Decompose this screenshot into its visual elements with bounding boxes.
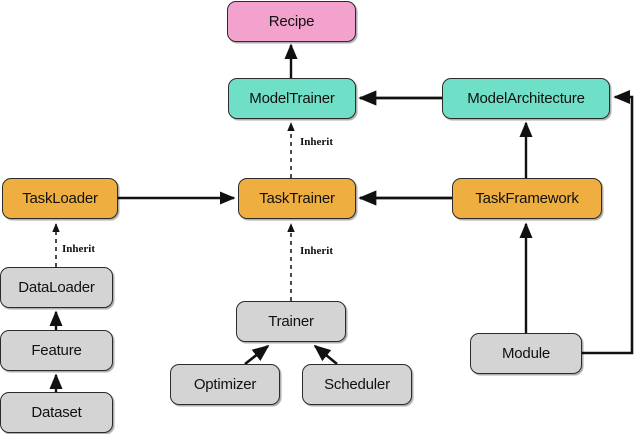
node-model-architecture[interactable]: ModelArchitecture bbox=[442, 78, 610, 119]
edge-label-inherit-task-loader: Inherit bbox=[62, 243, 95, 255]
node-trainer[interactable]: Trainer bbox=[236, 301, 346, 342]
node-module[interactable]: Module bbox=[470, 333, 582, 374]
node-scheduler[interactable]: Scheduler bbox=[302, 364, 412, 405]
edge-label-inherit-trainer: Inherit bbox=[300, 245, 333, 257]
edge-scheduler-to-trainer bbox=[313, 344, 338, 366]
node-task-trainer[interactable]: TaskTrainer bbox=[238, 178, 356, 219]
node-recipe[interactable]: Recipe bbox=[227, 1, 356, 42]
node-task-loader[interactable]: TaskLoader bbox=[2, 178, 118, 219]
node-optimizer[interactable]: Optimizer bbox=[170, 364, 280, 405]
node-data-loader[interactable]: DataLoader bbox=[0, 267, 113, 308]
node-feature[interactable]: Feature bbox=[0, 330, 113, 371]
node-task-framework[interactable]: TaskFramework bbox=[452, 178, 602, 219]
edge-label-inherit-task-trainer: Inherit bbox=[300, 136, 333, 148]
node-model-trainer[interactable]: ModelTrainer bbox=[228, 78, 356, 119]
node-dataset[interactable]: Dataset bbox=[0, 392, 113, 433]
edge-module-to-model-architecture bbox=[582, 89, 634, 355]
edge-optimizer-to-trainer bbox=[244, 344, 270, 366]
